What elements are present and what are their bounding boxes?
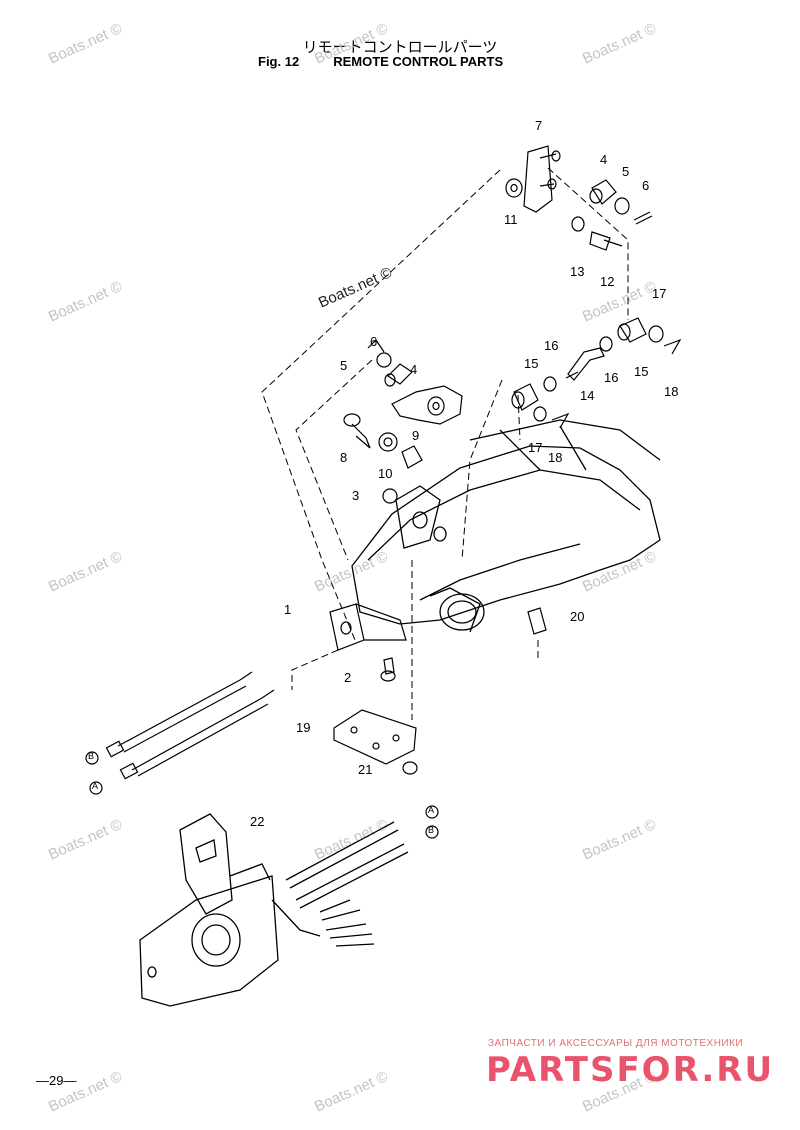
washer-part-5	[614, 197, 630, 215]
callout-11: 11	[504, 212, 518, 227]
washer-part-17	[533, 406, 547, 422]
marker-b-2: B	[428, 825, 435, 835]
footer-tagline: ЗАПЧАСТИ И АКСЕССУАРЫ ДЛЯ МОТОТЕХНИКИ	[488, 1038, 744, 1049]
marker-a-2: A	[428, 805, 435, 815]
title-japanese: リモートコントロールパーツ	[302, 38, 498, 56]
figure-caption: REMOTE CONTROL PARTS	[333, 54, 504, 69]
callout-12: 12	[600, 274, 615, 289]
callout-3: 3	[352, 488, 360, 503]
linkage-rod-part-14	[565, 347, 605, 381]
ball-joint-part-4b	[387, 363, 413, 385]
callout-5b: 5	[340, 358, 348, 373]
callout-5: 5	[622, 164, 630, 179]
marker-a-circle	[89, 781, 103, 795]
marker-b-circle-2	[425, 825, 439, 839]
clip-part-6b	[367, 339, 385, 353]
callout-4b: 4	[410, 362, 418, 377]
bolt-part-12	[589, 231, 623, 251]
ball-joint-part-4	[589, 179, 617, 205]
callout-14: 14	[580, 388, 595, 403]
callout-16: 16	[544, 338, 559, 353]
callout-6b: 6	[370, 334, 378, 349]
washer-part-11	[505, 178, 523, 198]
nut-part-16b	[599, 336, 613, 352]
callout-22: 22	[250, 814, 265, 829]
callout-10: 10	[378, 466, 393, 481]
throttle-lever-part-9	[391, 385, 463, 425]
ball-joint-part-15	[513, 383, 539, 411]
page-number: —29—	[36, 1073, 77, 1088]
clip-part-6	[633, 211, 653, 225]
callout-15b: 15	[634, 364, 649, 379]
engine-bracket-body	[351, 419, 661, 633]
callout-13: 13	[570, 264, 585, 279]
nut-part-21	[402, 761, 418, 775]
callout-9: 9	[412, 428, 420, 443]
washer-part-10	[378, 432, 398, 452]
callout-1: 1	[284, 602, 292, 617]
assembly-dashed-lines	[261, 167, 629, 720]
callout-4: 4	[600, 152, 608, 167]
callout-18b: 18	[664, 384, 679, 399]
clip-part-18b	[663, 338, 682, 355]
callout-6: 6	[642, 178, 650, 193]
callout-17b: 17	[528, 440, 543, 455]
callout-2: 2	[344, 670, 352, 685]
callout-16b: 16	[604, 370, 619, 385]
footer-logo: PARTSFOR.RU	[486, 1050, 775, 1090]
callout-21: 21	[358, 762, 373, 777]
clip-part-18	[551, 412, 570, 429]
ball-joint-part-15b	[619, 317, 647, 343]
bolt-part-20	[527, 607, 547, 635]
collar-part-10b	[401, 445, 423, 469]
callout-20: 20	[570, 609, 585, 624]
callout-7: 7	[535, 118, 543, 133]
figure-number: Fig. 12	[258, 54, 300, 69]
marker-b-circle	[85, 751, 99, 765]
marker-b: B	[88, 751, 95, 761]
figure-title: Fig. 12 REMOTE CONTROL PARTS	[258, 54, 503, 69]
callout-17: 17	[652, 286, 667, 301]
bracket-part-7	[523, 145, 561, 213]
marker-a: A	[92, 781, 99, 791]
nut-part-16	[543, 376, 557, 392]
callout-18: 18	[548, 450, 563, 465]
callout-15: 15	[524, 356, 539, 371]
callout-19: 19	[296, 720, 311, 735]
plate-part-19	[333, 709, 417, 765]
cable-bracket-part-1	[329, 603, 407, 651]
bolt-part-8	[343, 413, 371, 449]
remote-control-box-part-22	[139, 813, 409, 1007]
bolt-part-2	[380, 657, 396, 682]
washer-part-13	[571, 216, 585, 232]
washer-part-5b	[376, 352, 392, 368]
callout-8: 8	[340, 450, 348, 465]
marker-a-circle-2	[425, 805, 439, 819]
nut-part-3	[382, 488, 398, 504]
control-cables	[105, 671, 275, 780]
washer-part-17b	[648, 325, 664, 343]
